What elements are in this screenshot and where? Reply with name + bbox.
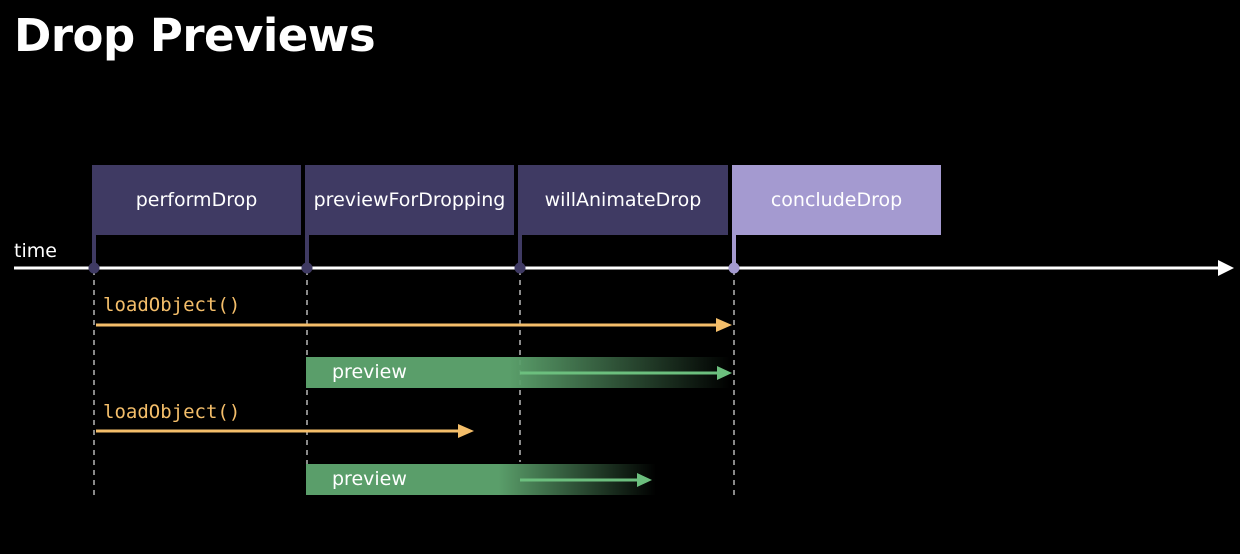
load-arrow-1-head	[716, 318, 732, 332]
flag-pole-willAnimateDrop	[518, 235, 522, 268]
timeline-dot-willAnimateDrop	[514, 262, 526, 274]
load-arrow-2-head	[458, 424, 474, 438]
flag-performDrop: performDrop	[92, 165, 301, 235]
preview-arrow-1-head	[717, 366, 732, 380]
flag-label-performDrop: performDrop	[135, 189, 258, 211]
preview-label-2: preview	[332, 468, 407, 490]
preview-label-1: preview	[332, 361, 407, 383]
load-object-label-1: loadObject()	[103, 294, 241, 316]
flag-concludeDrop: concludeDrop	[732, 165, 941, 235]
load-object-label-2: loadObject()	[103, 401, 241, 423]
timeline-dot-previewForDropping	[301, 262, 313, 274]
timeline-dot-concludeDrop	[728, 262, 740, 274]
flag-pole-previewForDropping	[305, 235, 309, 268]
preview-row-1: preview	[306, 357, 506, 388]
flag-label-willAnimateDrop: willAnimateDrop	[544, 189, 702, 211]
preview-row-2: preview	[306, 464, 506, 495]
timeline-dot-performDrop	[88, 262, 100, 274]
flag-label-previewForDropping: previewForDropping	[313, 189, 506, 211]
timeline-arrowhead	[1218, 260, 1234, 276]
flag-pole-performDrop	[92, 235, 96, 268]
flag-willAnimateDrop: willAnimateDrop	[518, 165, 728, 235]
time-axis-label: time	[14, 240, 57, 262]
slide-title: Drop Previews	[14, 9, 376, 62]
flag-label-concludeDrop: concludeDrop	[770, 189, 903, 211]
preview-arrow-2-head	[637, 473, 652, 487]
flag-previewForDropping: previewForDropping	[305, 165, 514, 235]
flag-pole-concludeDrop	[732, 235, 736, 268]
